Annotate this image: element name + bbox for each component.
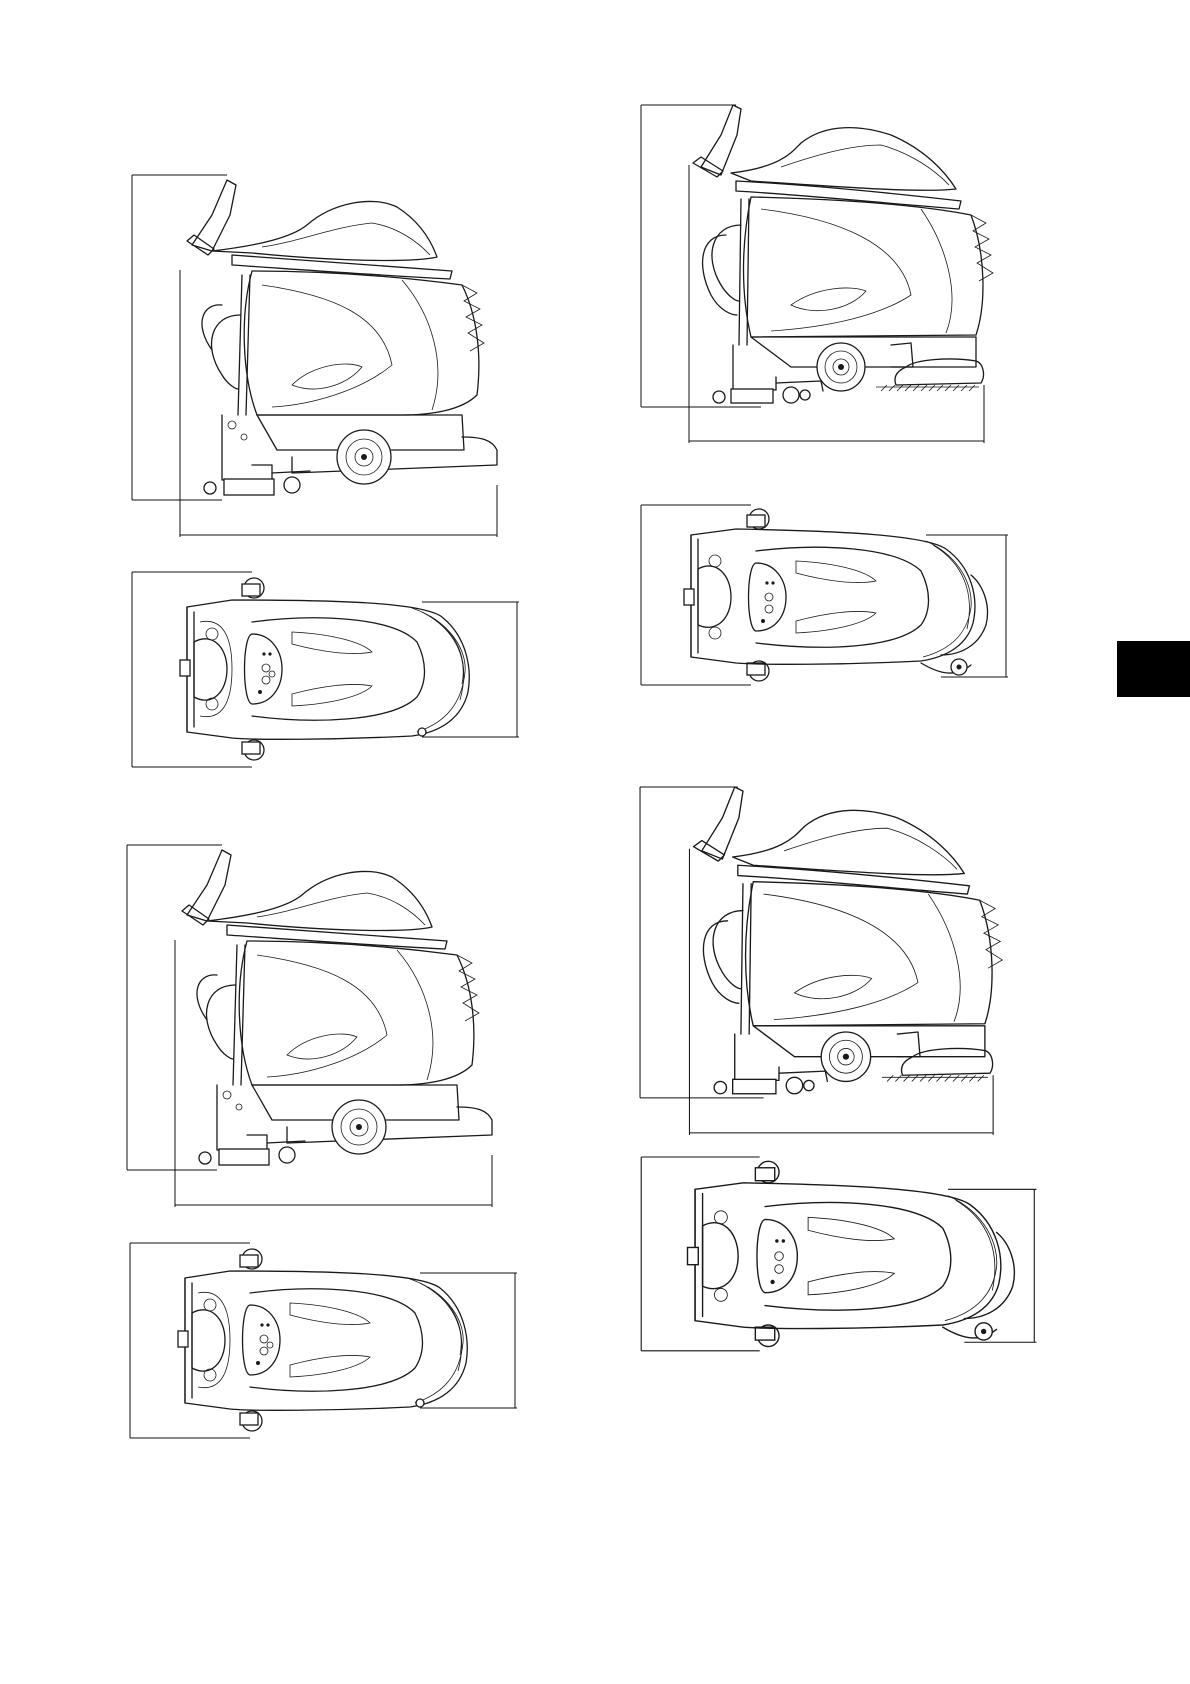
section-thumb-tab bbox=[1117, 641, 1190, 697]
side-view-a bbox=[132, 175, 502, 545]
side-view-d bbox=[639, 787, 1024, 1137]
top-view-a bbox=[132, 572, 527, 772]
top-view-b bbox=[130, 1243, 525, 1443]
top-view-d bbox=[641, 1157, 1056, 1367]
side-view-c bbox=[641, 105, 1013, 475]
top-view-c bbox=[641, 505, 1036, 700]
side-view-b bbox=[127, 845, 497, 1215]
